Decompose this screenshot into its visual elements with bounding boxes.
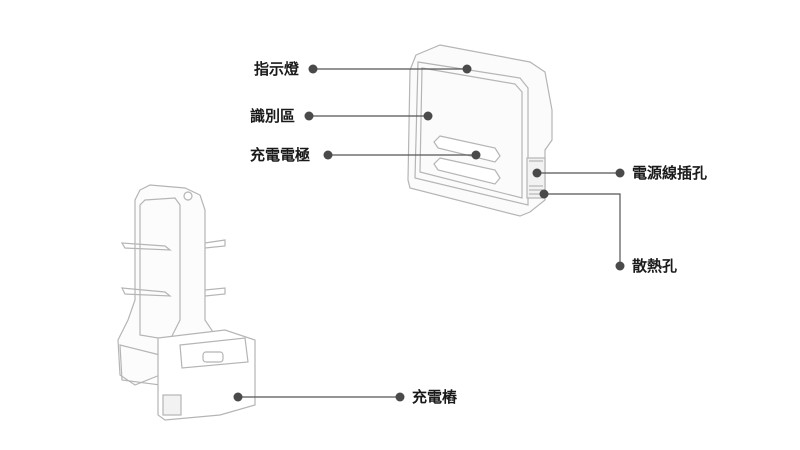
label-charging-dock: 充電樁 bbox=[412, 388, 458, 406]
dot-power-target bbox=[532, 168, 542, 178]
dot-indicator-label bbox=[308, 64, 318, 74]
dot-vent-label bbox=[615, 261, 625, 271]
robot-illustration bbox=[117, 184, 256, 421]
dot-dock-label bbox=[395, 392, 405, 402]
label-charging-electrode: 充電電極 bbox=[250, 146, 311, 164]
callout-dots bbox=[233, 64, 625, 402]
dot-recognition-label bbox=[304, 111, 314, 121]
dot-vent-target bbox=[539, 189, 549, 199]
leader-line-vent bbox=[544, 193, 621, 266]
dot-recognition-target bbox=[423, 111, 433, 121]
label-indicator-light: 指示燈 bbox=[254, 60, 300, 78]
charging-dock-illustration bbox=[407, 44, 553, 217]
dot-electrode-target bbox=[471, 150, 481, 160]
dot-electrode-label bbox=[323, 150, 333, 160]
dot-indicator-target bbox=[462, 64, 472, 74]
leader-lines bbox=[238, 68, 621, 398]
label-vent: 散熱孔 bbox=[632, 257, 678, 275]
label-power-socket: 電源線插孔 bbox=[632, 164, 708, 182]
dot-power-label bbox=[615, 168, 625, 178]
label-recognition-area: 識別區 bbox=[250, 107, 296, 125]
dot-dock-target bbox=[233, 392, 243, 402]
